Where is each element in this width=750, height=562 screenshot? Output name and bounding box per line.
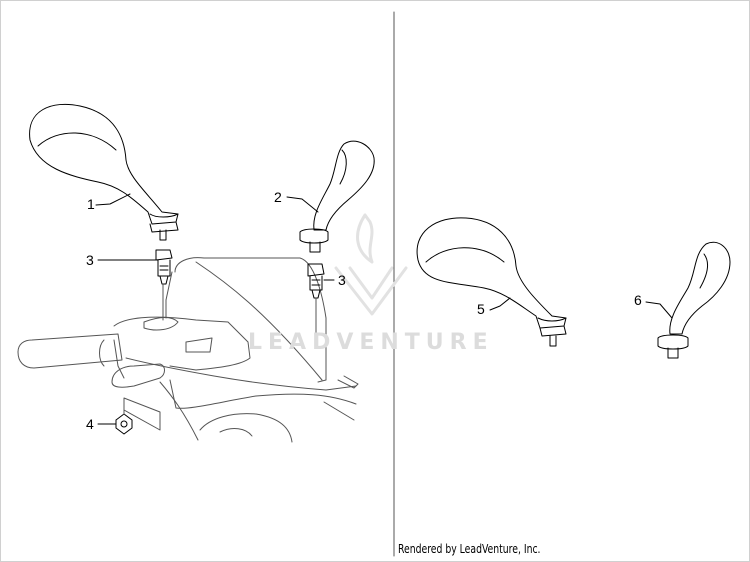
callout-1: 1 [87,196,95,212]
render-credit: Rendered by LeadVenture, Inc. [398,542,541,556]
mirror-part-2 [299,140,375,253]
bolt-part-3-right [307,263,325,341]
callout-4: 4 [86,416,94,432]
bolt-part-3-left [155,229,173,321]
nut-part-4 [115,403,133,435]
callout-6: 6 [634,292,642,308]
handlebar-grip [17,333,165,388]
callout-3-left: 3 [86,252,94,268]
callout-3-right: 3 [338,272,346,288]
scooter-body [113,257,359,443]
mirror-part-5 [416,217,567,347]
callout-5: 5 [477,301,485,317]
mirror-part-1 [29,103,179,233]
leader-lines [95,193,673,425]
callout-2: 2 [274,189,282,205]
leadventure-logo-icon [334,213,408,316]
watermark-text: LEADVENTURE [248,330,494,355]
mirror-part-6 [657,241,731,359]
